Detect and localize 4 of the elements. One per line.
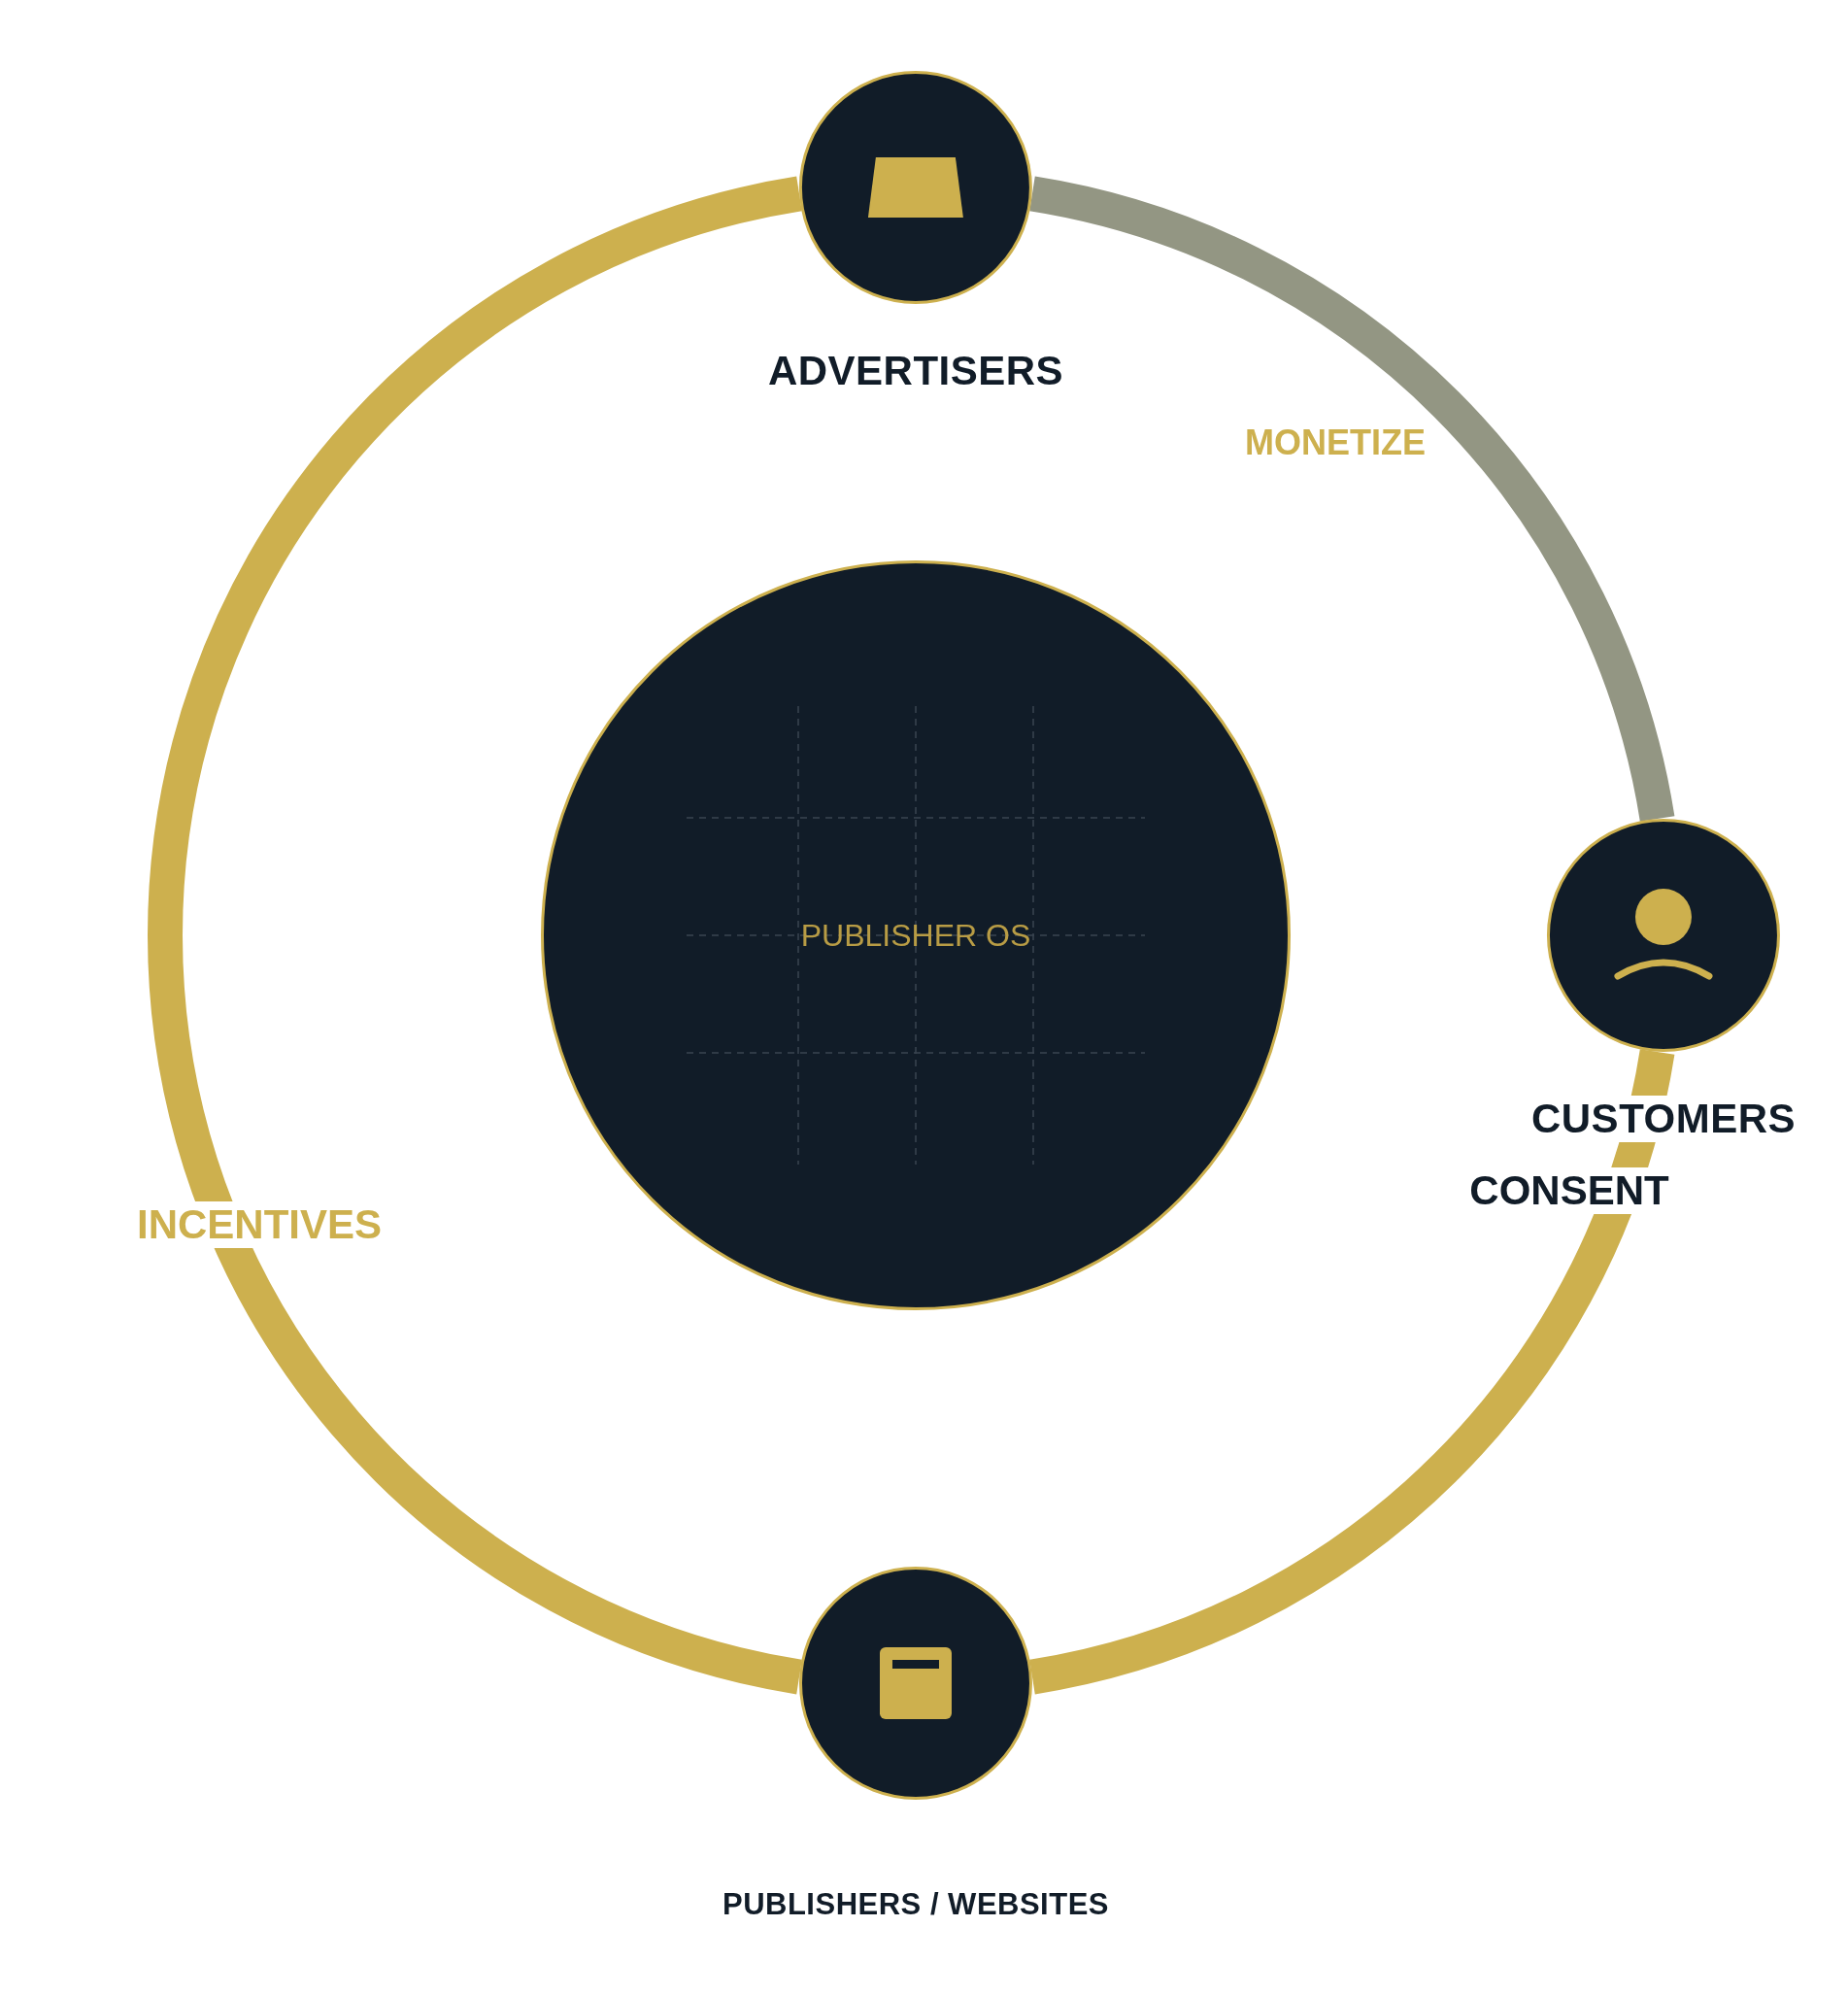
ring-arc bbox=[148, 176, 803, 1695]
ring-arc bbox=[1028, 176, 1675, 823]
ring-arc bbox=[1028, 1048, 1675, 1695]
subtitle: PUBLISHER OS bbox=[800, 917, 1031, 954]
